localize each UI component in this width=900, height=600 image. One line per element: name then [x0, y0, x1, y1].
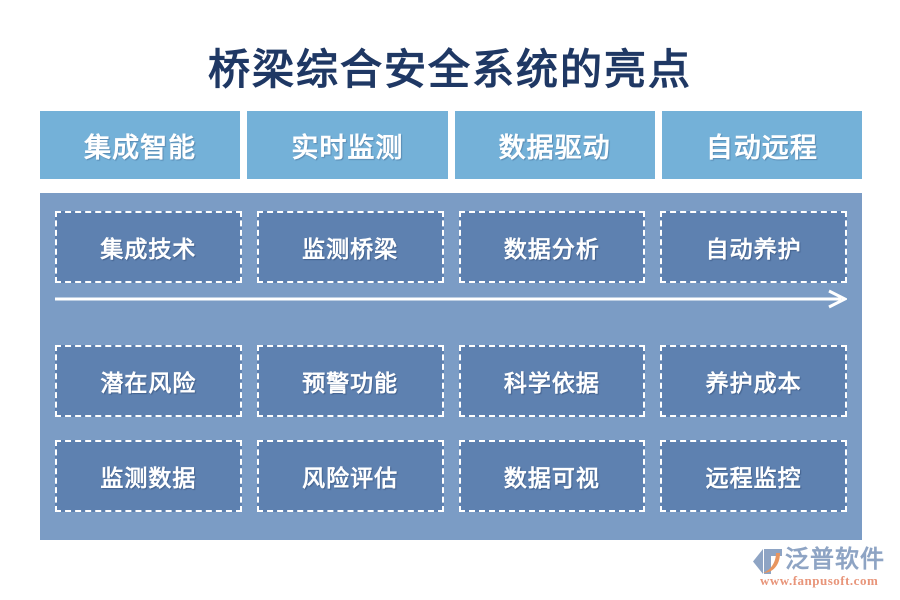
header-tab-3[interactable]: 自动远程 — [661, 111, 862, 179]
matrix-cell-label: 科学依据 — [503, 371, 600, 396]
header-tab-row: 集成智能 实时监测 数据驱动 自动远程 — [40, 111, 862, 179]
fanpu-chevron-swoosh-icon — [753, 549, 782, 574]
header-tab-0[interactable]: 集成智能 — [40, 111, 241, 179]
header-tab-label: 数据驱动 — [498, 132, 611, 163]
matrix-cell-label: 潜在风险 — [100, 371, 197, 396]
header-tab-label: 自动远程 — [705, 132, 818, 163]
matrix-cell[interactable]: 科学依据 — [458, 345, 646, 417]
matrix-cell-label: 风险评估 — [302, 466, 399, 491]
brand-name: 泛普软件 — [785, 547, 885, 573]
matrix-cell[interactable]: 潜在风险 — [55, 345, 242, 417]
flow-arrow-container — [55, 283, 847, 314]
matrix-cell-label: 监测数据 — [100, 466, 197, 491]
header-tab-label: 实时监测 — [291, 132, 404, 163]
header-tab-1[interactable]: 实时监测 — [247, 111, 448, 179]
matrix-cell[interactable]: 监测桥梁 — [256, 211, 444, 283]
brand-url: www.fanpusoft.com — [760, 573, 879, 588]
matrix-cell[interactable]: 风险评估 — [256, 440, 444, 512]
page-title: 桥梁综合安全系统的亮点 — [207, 48, 692, 94]
brand-logo: 泛普软件 www.fanpusoft.com — [752, 546, 892, 590]
matrix-cell-label: 自动养护 — [705, 237, 802, 262]
matrix-cell-label: 远程监控 — [705, 466, 802, 491]
matrix-row-1: 集成技术 监测桥梁 数据分析 自动养护 — [55, 211, 847, 283]
matrix-cell[interactable]: 监测数据 — [55, 440, 242, 512]
matrix-cell-label: 数据分析 — [503, 237, 600, 262]
matrix-row-3: 监测数据 风险评估 数据可视 远程监控 — [55, 440, 847, 512]
matrix-cell[interactable]: 集成技术 — [55, 211, 242, 283]
matrix-cell-label: 集成技术 — [100, 237, 197, 262]
matrix-cell[interactable]: 数据分析 — [458, 211, 646, 283]
matrix-row-2: 潜在风险 预警功能 科学依据 养护成本 — [55, 345, 847, 417]
matrix-cell[interactable]: 养护成本 — [660, 345, 847, 417]
matrix-cell[interactable]: 预警功能 — [256, 345, 444, 417]
arrow-right-icon — [55, 289, 847, 308]
matrix-cell-label: 养护成本 — [705, 371, 802, 396]
matrix-cell[interactable]: 数据可视 — [458, 440, 646, 512]
matrix-cell-label: 数据可视 — [503, 466, 600, 491]
content-panel: 集成技术 监测桥梁 数据分析 自动养护 潜在风险 预 — [40, 193, 862, 540]
matrix-cell-label: 预警功能 — [302, 371, 399, 396]
matrix-cell[interactable]: 远程监控 — [660, 440, 847, 512]
matrix-cell[interactable]: 自动养护 — [660, 211, 847, 283]
header-tab-2[interactable]: 数据驱动 — [454, 111, 655, 179]
matrix-cell-label: 监测桥梁 — [302, 237, 399, 262]
header-tab-label: 集成智能 — [84, 132, 197, 163]
